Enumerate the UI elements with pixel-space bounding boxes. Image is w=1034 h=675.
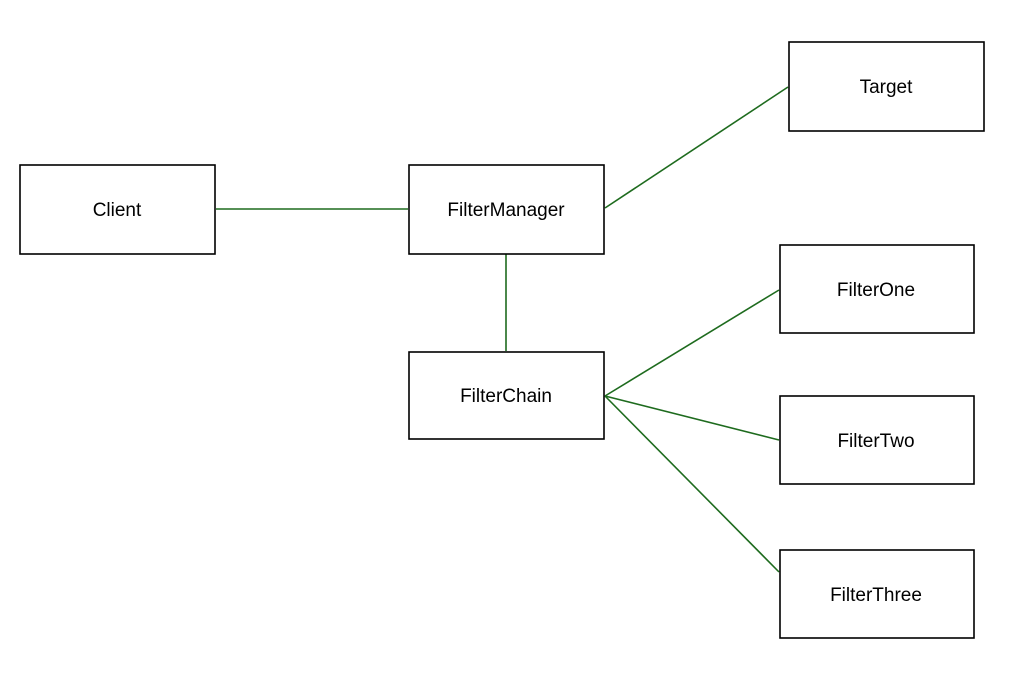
node-target-box xyxy=(788,41,985,132)
node-filter-one: FilterOne xyxy=(779,244,975,334)
node-client-box xyxy=(19,164,216,255)
node-client-label: Client xyxy=(93,200,142,221)
node-filter-manager: FilterManager xyxy=(408,164,605,255)
node-client: Client xyxy=(19,164,216,255)
node-filter-chain: FilterChain xyxy=(408,351,605,440)
node-filter-chain-box xyxy=(408,351,605,440)
edge-filterchain-filterone xyxy=(604,289,780,397)
node-filter-manager-box xyxy=(408,164,605,255)
node-filter-three-label: FilterThree xyxy=(830,585,922,606)
edge-filterchain-filterthree xyxy=(604,395,780,573)
node-filter-two: FilterTwo xyxy=(779,395,975,485)
edge-filterchain-filtertwo xyxy=(604,395,780,441)
edges xyxy=(216,86,789,573)
node-target: Target xyxy=(788,41,985,132)
node-filter-three: FilterThree xyxy=(779,549,975,639)
node-target-label: Target xyxy=(860,77,914,98)
edge-filtermanager-target xyxy=(604,86,789,209)
node-filter-two-label: FilterTwo xyxy=(837,431,914,452)
node-filter-three-box xyxy=(779,549,975,639)
node-filter-one-box xyxy=(779,244,975,334)
node-filter-one-label: FilterOne xyxy=(837,280,915,301)
node-filter-chain-label: FilterChain xyxy=(460,386,552,407)
node-filter-manager-label: FilterManager xyxy=(447,200,565,221)
node-filter-two-box xyxy=(779,395,975,485)
